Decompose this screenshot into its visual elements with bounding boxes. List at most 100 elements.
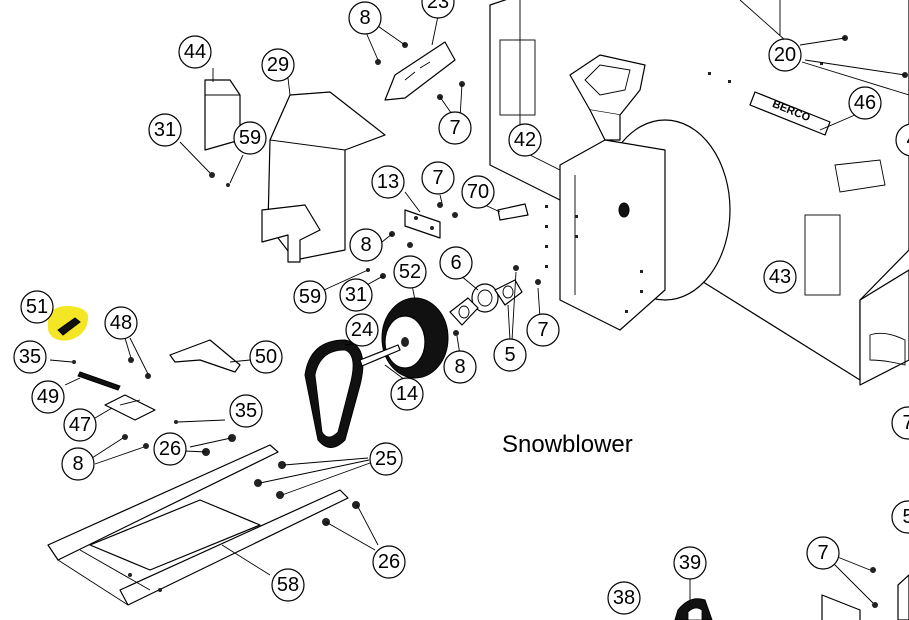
callout-50: 50: [249, 340, 283, 374]
svg-text:8: 8: [72, 453, 83, 475]
svg-text:13: 13: [377, 171, 399, 193]
svg-text:25: 25: [375, 448, 397, 470]
svg-text:59: 59: [239, 127, 261, 149]
svg-text:39: 39: [679, 552, 701, 574]
decal-70: [497, 203, 529, 221]
bracket-23: [384, 41, 456, 101]
callout-7-mid: 7: [421, 161, 455, 195]
callout-7-bottom: 7: [806, 536, 840, 570]
svg-text:49: 49: [37, 386, 59, 408]
diagram-title: Snowblower: [502, 431, 633, 458]
svg-text:23: 23: [427, 0, 449, 13]
part-39: [674, 598, 713, 620]
svg-text:59: 59: [299, 286, 321, 308]
svg-text:47: 47: [69, 414, 91, 436]
callout-44: 44: [178, 35, 212, 69]
svg-text:7: 7: [902, 412, 909, 434]
svg-text:6: 6: [450, 252, 461, 274]
callout-39: 39: [673, 546, 707, 580]
svg-text:5: 5: [902, 506, 909, 528]
svg-text:14: 14: [396, 383, 418, 405]
svg-text:4: 4: [906, 129, 909, 151]
pulley-52: [381, 297, 449, 379]
bracket-13: [404, 209, 441, 239]
svg-text:42: 42: [514, 129, 536, 151]
svg-text:35: 35: [19, 346, 41, 368]
part-lower-edge: [897, 574, 909, 620]
svg-text:8: 8: [360, 234, 371, 256]
callout-26-upper: 26: [153, 432, 187, 466]
callouts: 8 23 20 44 29 31 59 7 42 46 4 13 7 70 8 …: [13, 0, 909, 615]
callout-42: 42: [508, 123, 542, 157]
callout-35-mid: 35: [229, 394, 263, 428]
callout-23: 23: [421, 0, 455, 19]
callout-49: 49: [31, 380, 65, 414]
callout-24: 24: [345, 313, 379, 347]
leader-lines: [49, 0, 909, 604]
snowblower-housing: BERCO: [489, 0, 909, 386]
svg-text:7: 7: [817, 542, 828, 564]
svg-text:7: 7: [449, 117, 460, 139]
svg-text:8: 8: [454, 356, 465, 378]
svg-text:26: 26: [378, 551, 400, 573]
svg-text:31: 31: [154, 119, 176, 141]
svg-text:51: 51: [26, 296, 48, 318]
callout-31-upper: 31: [148, 113, 182, 147]
callout-35-left: 35: [13, 340, 47, 374]
callout-5-edge: 5: [891, 500, 909, 534]
plate-50: [169, 339, 241, 373]
callout-26-lower: 26: [372, 545, 406, 579]
callout-29: 29: [261, 48, 295, 82]
svg-text:48: 48: [110, 312, 132, 334]
callout-59-upper: 59: [233, 121, 267, 155]
svg-text:26: 26: [159, 438, 181, 460]
callout-20: 20: [768, 38, 802, 72]
svg-text:7: 7: [537, 319, 548, 341]
svg-text:8: 8: [359, 7, 370, 29]
callout-8-low: 8: [61, 447, 95, 481]
svg-text:58: 58: [277, 574, 299, 596]
svg-text:35: 35: [235, 400, 257, 422]
svg-text:38: 38: [613, 587, 635, 609]
plate-44: [204, 79, 241, 151]
svg-text:29: 29: [267, 54, 289, 76]
callout-58: 58: [271, 568, 305, 602]
callout-7-top: 7: [438, 111, 472, 145]
callout-25: 25: [369, 442, 403, 476]
callout-48: 48: [104, 306, 138, 340]
callout-13: 13: [371, 165, 405, 199]
callout-8-top: 8: [348, 1, 382, 35]
svg-text:52: 52: [399, 261, 421, 283]
callout-38: 38: [607, 581, 641, 615]
svg-text:44: 44: [184, 41, 206, 63]
callout-5: 5: [493, 338, 527, 372]
callout-31-lower: 31: [339, 278, 373, 312]
callout-70: 70: [461, 175, 495, 209]
svg-text:5: 5: [504, 344, 515, 366]
rod-49: [77, 371, 121, 391]
svg-text:24: 24: [351, 319, 373, 341]
callout-7-right: 7: [526, 313, 560, 347]
callout-6: 6: [439, 246, 473, 280]
callout-51: 51: [20, 290, 54, 324]
callout-47: 47: [63, 408, 97, 442]
plate-lower-right: [821, 594, 861, 620]
bracket-47: [104, 394, 156, 421]
svg-text:43: 43: [769, 266, 791, 288]
svg-text:31: 31: [345, 284, 367, 306]
svg-text:70: 70: [467, 181, 489, 203]
shaft-14: [359, 344, 401, 367]
callout-8-center: 8: [443, 350, 477, 384]
svg-text:20: 20: [774, 44, 796, 66]
svg-text:46: 46: [854, 92, 876, 114]
callout-8-mid: 8: [349, 228, 383, 262]
frame-58: [47, 444, 349, 606]
highlighted-part-51: [48, 305, 89, 341]
callout-46: 46: [848, 86, 882, 120]
callout-43: 43: [763, 260, 797, 294]
callout-14: 14: [390, 377, 424, 411]
svg-text:50: 50: [255, 346, 277, 368]
bearing-6: [471, 283, 499, 313]
callout-7-edge: 7: [891, 406, 909, 440]
